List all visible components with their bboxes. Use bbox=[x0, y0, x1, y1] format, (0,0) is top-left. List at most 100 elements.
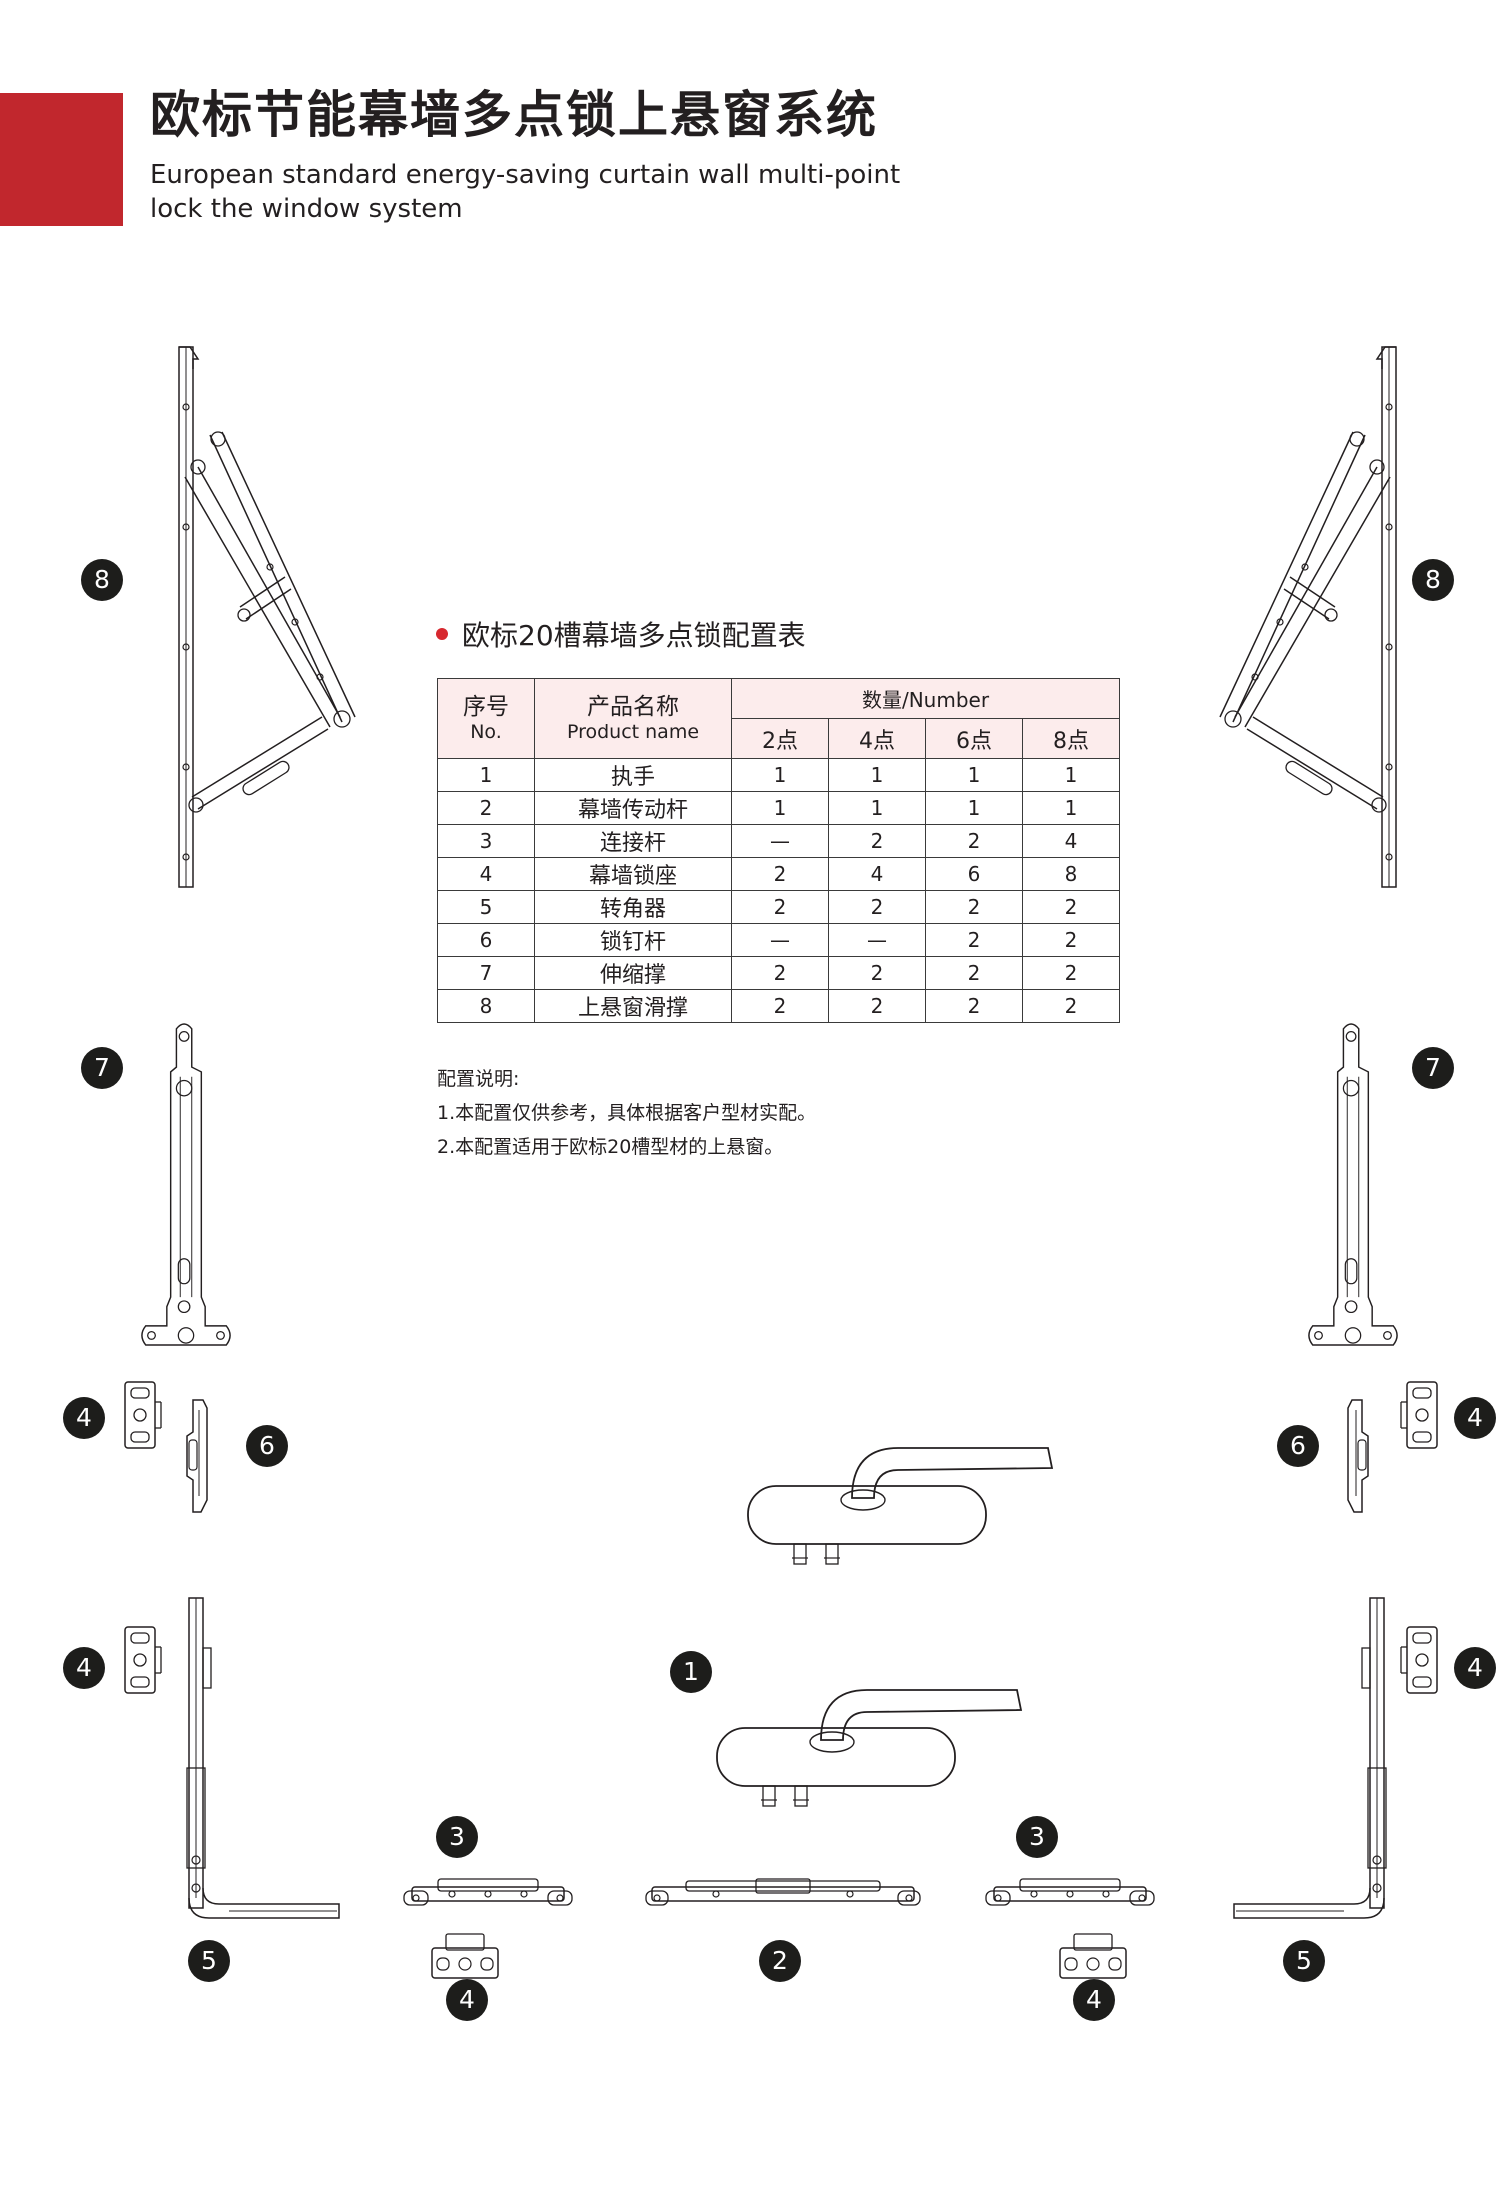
connecting-rod-icon bbox=[985, 1878, 1155, 1906]
cell-qty-8pt: 8 bbox=[1021, 857, 1121, 891]
badge-7: 7 bbox=[1412, 1047, 1454, 1089]
lock-keeper-icon bbox=[124, 1626, 162, 1694]
cell-qty-4pt: 1 bbox=[828, 758, 926, 792]
cell-no: 2 bbox=[437, 791, 535, 825]
cell-name: 执手 bbox=[534, 758, 732, 792]
lock-keeper-icon bbox=[1400, 1381, 1438, 1449]
badge-5: 5 bbox=[188, 1940, 230, 1982]
cell-name: 连接杆 bbox=[534, 824, 732, 858]
cell-qty-8pt: 2 bbox=[1021, 989, 1121, 1023]
cell-qty-6pt: 6 bbox=[925, 857, 1023, 891]
cell-qty-4pt: 2 bbox=[828, 956, 926, 990]
cell-name: 锁钉杆 bbox=[534, 923, 732, 957]
header-accent-block bbox=[0, 93, 123, 226]
window-handle-icon bbox=[716, 1689, 1022, 1807]
corner-drive-icon bbox=[186, 1597, 340, 1919]
cell-qty-4pt: 2 bbox=[828, 890, 926, 924]
badge-8: 8 bbox=[1412, 559, 1454, 601]
header-no-en: No. bbox=[470, 720, 502, 743]
badge-4: 4 bbox=[63, 1647, 105, 1689]
cell-qty-4pt: 1 bbox=[828, 791, 926, 825]
cell-qty-6pt: 2 bbox=[925, 923, 1023, 957]
cell-name: 幕墙传动杆 bbox=[534, 791, 732, 825]
cell-qty-6pt: 1 bbox=[925, 758, 1023, 792]
cell-qty-4pt: 4 bbox=[828, 857, 926, 891]
cell-no: 1 bbox=[437, 758, 535, 792]
config-section-title: 欧标20槽幕墙多点锁配置表 bbox=[436, 614, 806, 654]
cell-qty-2pt: 2 bbox=[731, 989, 829, 1023]
cell-qty-4pt: 2 bbox=[828, 989, 926, 1023]
cell-qty-4pt: — bbox=[828, 923, 926, 957]
header-qty-2pt: 2点 bbox=[731, 718, 829, 759]
badge-6: 6 bbox=[246, 1425, 288, 1467]
cell-qty-2pt: 1 bbox=[731, 791, 829, 825]
cell-qty-6pt: 2 bbox=[925, 956, 1023, 990]
cell-no: 5 bbox=[437, 890, 535, 924]
cell-qty-2pt: — bbox=[731, 824, 829, 858]
cell-qty-2pt: 2 bbox=[731, 956, 829, 990]
lock-keeper-icon bbox=[124, 1381, 162, 1449]
window-handle-icon bbox=[747, 1447, 1053, 1565]
badge-4: 4 bbox=[1073, 1979, 1115, 2021]
cell-qty-8pt: 1 bbox=[1021, 791, 1121, 825]
cell-no: 3 bbox=[437, 824, 535, 858]
notes-item: 2.本配置适用于欧标20槽型材的上悬窗。 bbox=[437, 1136, 784, 1158]
cell-qty-8pt: 4 bbox=[1021, 824, 1121, 858]
telescopic-stay-icon bbox=[141, 1023, 231, 1346]
cell-name: 转角器 bbox=[534, 890, 732, 924]
page-subtitle: European standard energy-saving curtain … bbox=[150, 160, 901, 224]
cell-qty-8pt: 2 bbox=[1021, 890, 1121, 924]
badge-1: 1 bbox=[670, 1651, 712, 1693]
cell-no: 7 bbox=[437, 956, 535, 990]
cell-no: 6 bbox=[437, 923, 535, 957]
header-qty: 数量/Number bbox=[730, 678, 1121, 719]
badge-4: 4 bbox=[1454, 1647, 1496, 1689]
config-table: 序号 No. 产品名称 Product name 数量/Number 2点 4点… bbox=[437, 678, 1121, 1023]
badge-2: 2 bbox=[759, 1940, 801, 1982]
cell-qty-8pt: 2 bbox=[1021, 923, 1121, 957]
header-qty-8pt: 8点 bbox=[1021, 718, 1121, 759]
lock-keeper-icon bbox=[1400, 1626, 1438, 1694]
cell-qty-4pt: 2 bbox=[828, 824, 926, 858]
cell-no: 8 bbox=[437, 989, 535, 1023]
cell-qty-6pt: 2 bbox=[925, 824, 1023, 858]
cell-no: 4 bbox=[437, 857, 535, 891]
cell-name: 伸缩撑 bbox=[534, 956, 732, 990]
header-name-en: Product name bbox=[566, 720, 700, 743]
notes-heading: 配置说明: bbox=[437, 1068, 520, 1090]
cell-qty-6pt: 2 bbox=[925, 890, 1023, 924]
header-name: 产品名称 Product name bbox=[534, 678, 732, 759]
badge-5: 5 bbox=[1283, 1940, 1325, 1982]
badge-4: 4 bbox=[446, 1979, 488, 2021]
header-qty-6pt: 6点 bbox=[925, 718, 1023, 759]
cell-qty-2pt: — bbox=[731, 923, 829, 957]
notes-item: 1.本配置仅供参考，具体根据客户型材实配。 bbox=[437, 1102, 817, 1124]
page-title: 欧标节能幕墙多点锁上悬窗系统 bbox=[150, 86, 878, 144]
config-notes: 配置说明: 1.本配置仅供参考，具体根据客户型材实配。 2.本配置适用于欧标20… bbox=[437, 1062, 816, 1164]
badge-4: 4 bbox=[63, 1397, 105, 1439]
lock-pin-bar-icon bbox=[186, 1399, 208, 1513]
telescopic-stay-icon bbox=[1308, 1023, 1398, 1346]
bullet-icon bbox=[436, 628, 448, 640]
badge-8: 8 bbox=[81, 559, 123, 601]
badge-6: 6 bbox=[1277, 1425, 1319, 1467]
corner-drive-icon bbox=[1233, 1597, 1387, 1919]
drive-rod-icon bbox=[645, 1878, 921, 1906]
cell-qty-8pt: 2 bbox=[1021, 956, 1121, 990]
cell-qty-2pt: 2 bbox=[731, 857, 829, 891]
header-name-cn: 产品名称 bbox=[587, 693, 679, 720]
cell-qty-2pt: 1 bbox=[731, 758, 829, 792]
lock-keeper-icon bbox=[431, 1933, 499, 1979]
header-no: 序号 No. bbox=[437, 678, 535, 759]
badge-3: 3 bbox=[436, 1816, 478, 1858]
badge-4: 4 bbox=[1454, 1397, 1496, 1439]
config-section-label: 欧标20槽幕墙多点锁配置表 bbox=[462, 619, 806, 652]
friction-stay-icon bbox=[1219, 346, 1397, 888]
